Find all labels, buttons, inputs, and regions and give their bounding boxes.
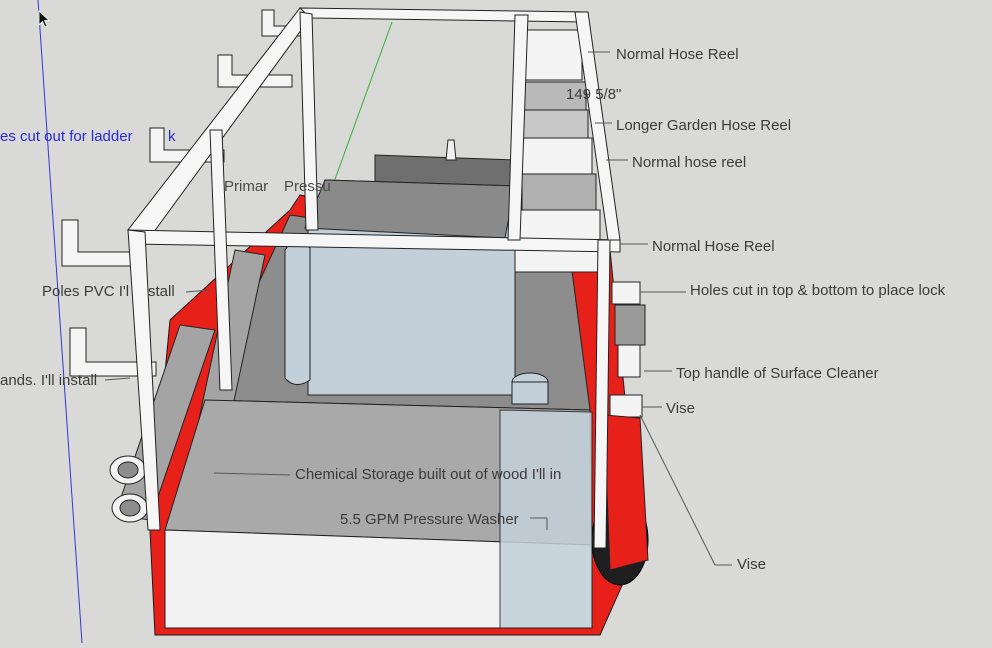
side-hardware xyxy=(603,281,649,571)
label-normal-hose-reel-top: Normal Hose Reel xyxy=(616,46,739,63)
tank-cylinder xyxy=(284,241,311,385)
pressure-washer-box xyxy=(499,409,593,629)
label-vise-lower: Vise xyxy=(737,556,766,573)
label-normal-hose-reel-middle: Normal hose reel xyxy=(632,154,747,171)
label-top-handle: Top handle of Surface Cleaner xyxy=(676,365,879,382)
label-leader-lines xyxy=(104,51,732,566)
label-ladder-holes: es cut out for ladder xyxy=(0,128,133,145)
label-chemical-storage: Chemical Storage built out of wood I'll … xyxy=(295,466,562,483)
label-ladder-holes-tail: k xyxy=(168,128,176,145)
label-normal-hose-reel-bottom: Normal Hose Reel xyxy=(652,238,775,255)
label-poles-pvc-tail: stall xyxy=(148,283,175,300)
blue-axis-line xyxy=(37,0,83,644)
label-longer-garden-hose-reel: Longer Garden Hose Reel xyxy=(616,117,792,134)
label-vise-upper: Vise xyxy=(666,400,695,417)
label-stands: ands. I'll install xyxy=(0,372,98,389)
label-pressure-washer: 5.5 GPM Pressure Washer xyxy=(340,511,519,528)
label-primary-pressure-tail: Pressu xyxy=(284,178,331,195)
arrow-cursor-icon xyxy=(38,10,50,28)
ladder-rack-frame xyxy=(127,7,621,549)
label-poles-pvc: Poles PVC I'l xyxy=(42,283,130,300)
label-primary-pressure: Primar xyxy=(224,178,269,195)
label-dimension: 149 5/8" xyxy=(566,86,622,103)
label-holes-lock: Holes cut in top & bottom to place lock xyxy=(690,282,946,299)
